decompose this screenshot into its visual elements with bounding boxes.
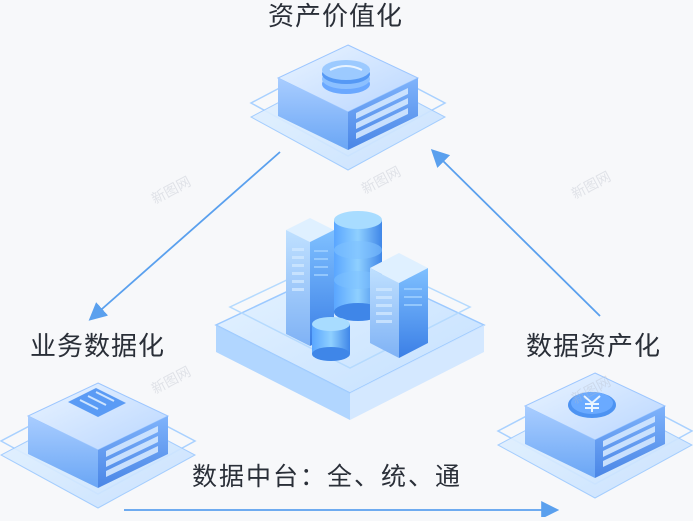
node-top-label: 资产价值化	[268, 2, 404, 32]
node-right-label: 数据资产化	[526, 332, 662, 362]
server-rack-icon	[68, 388, 126, 417]
arrow-top-to-left	[88, 151, 281, 321]
flow-arrows	[88, 148, 601, 519]
node-left	[0, 382, 197, 509]
data-center-icon	[214, 211, 486, 420]
node-right	[496, 372, 693, 499]
center-caption: 数据中台：全、统、通	[192, 462, 463, 491]
yuan-coin-icon	[568, 392, 616, 418]
arrow-right-to-top	[430, 148, 601, 317]
node-left-label: 业务数据化	[30, 332, 166, 362]
node-top	[249, 44, 447, 171]
coin-stack-icon	[322, 60, 370, 94]
